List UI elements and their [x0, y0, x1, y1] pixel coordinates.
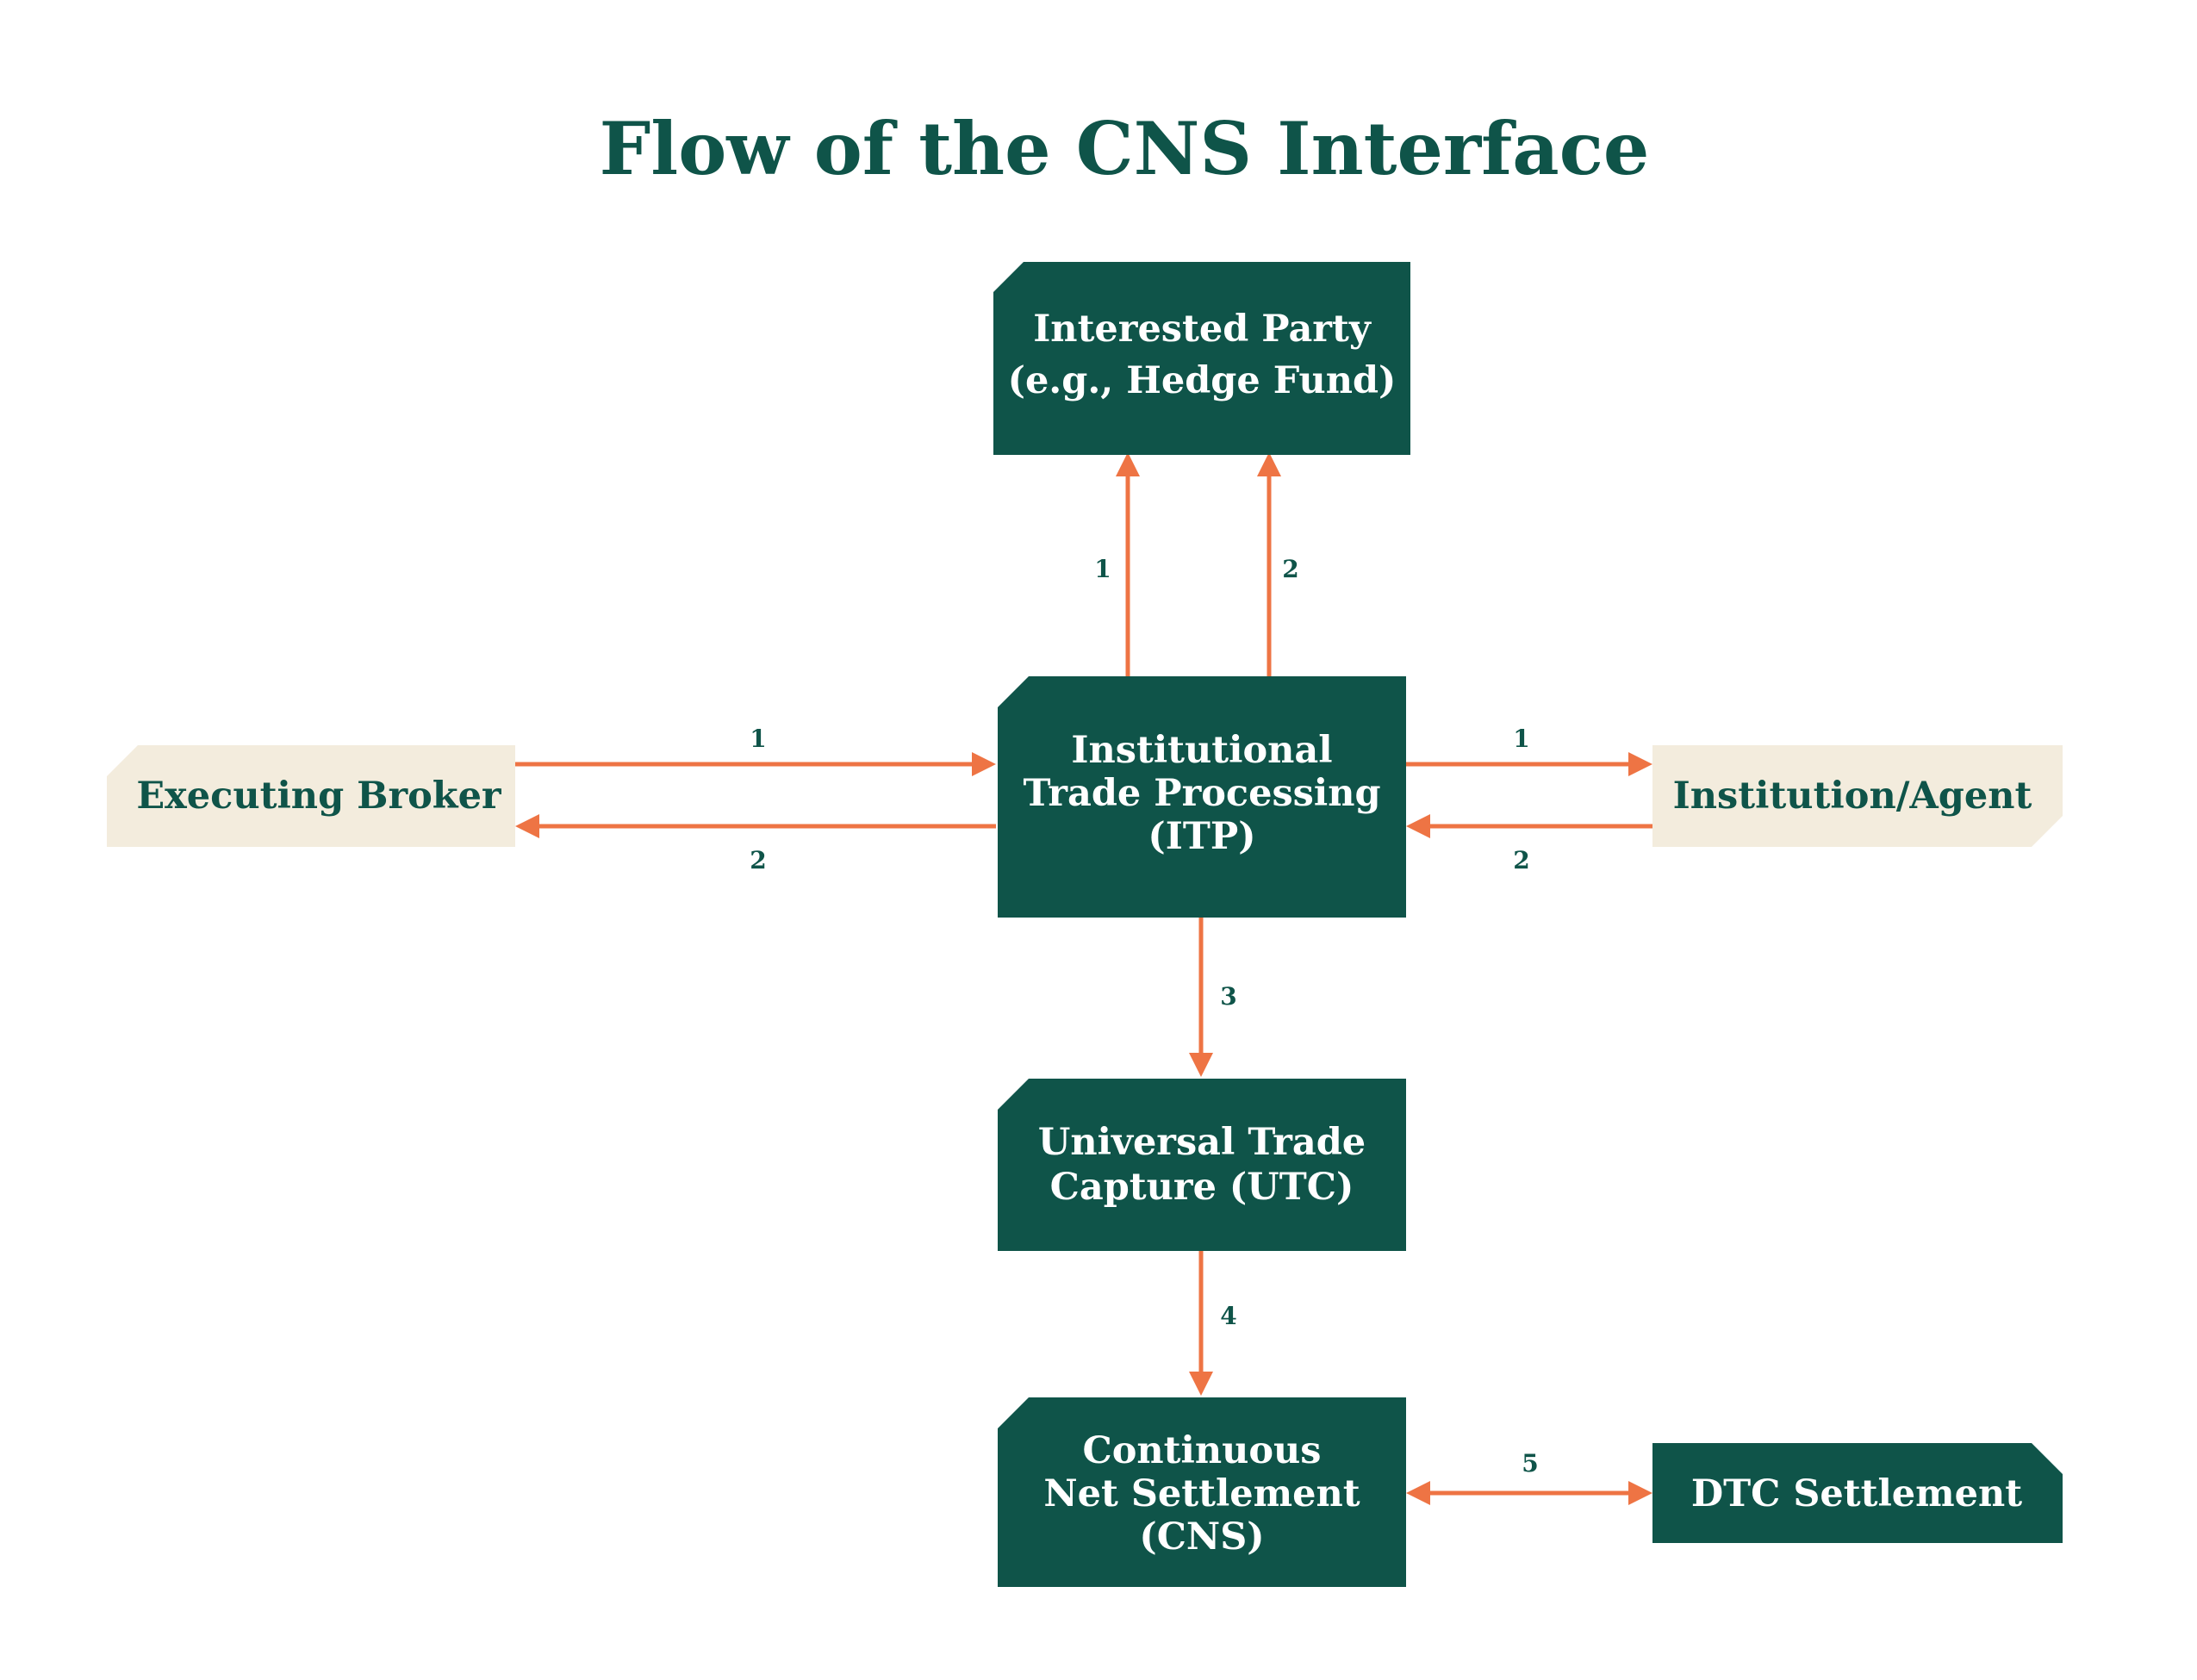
node-label: Capture (UTC): [1050, 1166, 1354, 1209]
node-label: Trade Processing: [1023, 772, 1380, 815]
node-cns: Continuous Net Settlement (CNS): [998, 1397, 1406, 1587]
node-label: (CNS): [1139, 1515, 1264, 1559]
step-number: 1: [1094, 555, 1111, 583]
node-label: Executing Broker: [136, 775, 502, 818]
node-label: (e.g., Hedge Fund): [1008, 359, 1397, 402]
node-label: Universal Trade: [1038, 1121, 1366, 1164]
step-number: 2: [1282, 555, 1298, 583]
node-utc: Universal Trade Capture (UTC): [998, 1079, 1406, 1251]
node-label: Interested Party: [1033, 308, 1372, 351]
step-number: 2: [750, 846, 766, 874]
node-executing-broker: Executing Broker: [107, 745, 515, 847]
node-label: Continuous: [1082, 1429, 1321, 1472]
page-title: Flow of the CNS Interface: [600, 106, 1650, 191]
node-itp: Institutional Trade Processing (ITP): [998, 676, 1406, 918]
step-number: 1: [750, 725, 766, 753]
step-number: 3: [1220, 982, 1236, 1011]
arrow-itp-to-broker: [515, 814, 996, 838]
node-interested-party: Interested Party (e.g., Hedge Fund): [993, 262, 1410, 455]
node-label: Institutional: [1071, 729, 1332, 772]
step-number: 5: [1522, 1449, 1538, 1478]
arrow-cns-dtc-bidirectional: [1406, 1481, 1652, 1505]
step-number: 2: [1513, 846, 1529, 874]
node-label: Net Settlement: [1043, 1472, 1360, 1515]
arrow-broker-to-itp: [515, 752, 996, 776]
node-label: Institution/Agent: [1673, 775, 2032, 818]
arrow-itp-to-party-1: [1116, 452, 1140, 676]
node-label: DTC Settlement: [1691, 1472, 2022, 1515]
node-label: (ITP): [1148, 815, 1255, 858]
arrow-itp-to-utc: [1189, 918, 1213, 1077]
node-institution-agent: Institution/Agent: [1652, 745, 2063, 847]
node-dtc-settlement: DTC Settlement: [1652, 1443, 2063, 1543]
arrow-utc-to-cns: [1189, 1251, 1213, 1396]
arrow-itp-to-institution: [1406, 752, 1652, 776]
arrow-institution-to-itp: [1406, 814, 1652, 838]
step-number: 4: [1220, 1302, 1236, 1330]
step-number: 1: [1513, 725, 1529, 753]
arrow-itp-to-party-2: [1257, 452, 1281, 676]
